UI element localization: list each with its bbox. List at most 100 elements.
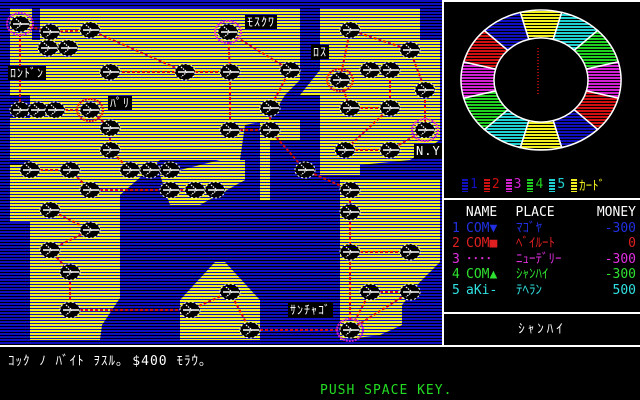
city-node[interactable] <box>359 61 381 79</box>
city-node[interactable] <box>174 63 196 81</box>
city-node[interactable] <box>39 201 61 219</box>
table-divider <box>444 312 640 314</box>
city-node[interactable] <box>39 23 61 41</box>
city-node-marked[interactable] <box>6 12 34 36</box>
city-node-marked[interactable] <box>76 98 104 122</box>
city-node[interactable] <box>99 119 121 137</box>
player-place: ﾃﾍﾗﾝ <box>516 282 542 298</box>
city-node-marked[interactable] <box>326 68 354 92</box>
city-node[interactable] <box>179 301 201 319</box>
header-name: NAME <box>465 205 498 220</box>
city-node[interactable] <box>399 41 421 59</box>
route-line <box>269 129 306 171</box>
city-node[interactable] <box>339 99 361 117</box>
city-node[interactable] <box>359 283 381 301</box>
city-node[interactable] <box>219 63 241 81</box>
world-map <box>0 0 443 345</box>
push-space-prompt[interactable]: PUSH SPACE KEY. <box>320 383 453 398</box>
city-node[interactable] <box>59 301 81 319</box>
route-line <box>339 29 351 81</box>
table-header: NAME PLACE MONEY <box>452 205 636 221</box>
player-place: ｼｬﾝﾊｲ <box>516 267 549 282</box>
city-node[interactable] <box>79 181 101 199</box>
land-eurasia <box>10 8 300 195</box>
city-node[interactable] <box>239 321 261 339</box>
land-asia-south <box>160 160 245 205</box>
legend-item: 3 <box>505 175 521 194</box>
player-number: 1 <box>452 220 460 236</box>
city-node[interactable] <box>79 21 101 39</box>
player-money: 500 <box>612 282 636 298</box>
panel-top-border <box>444 0 640 2</box>
city-node[interactable] <box>9 101 31 119</box>
city-node[interactable] <box>119 161 141 179</box>
city-node[interactable] <box>44 101 66 119</box>
city-node[interactable] <box>219 283 241 301</box>
city-node[interactable] <box>159 181 181 199</box>
player-place: ﾆｭｰﾃﾞﾘｰ <box>516 251 562 267</box>
legend-label: 2 <box>491 177 500 192</box>
city-node[interactable] <box>184 181 206 199</box>
city-node[interactable] <box>159 161 181 179</box>
roulette-wheel[interactable] <box>444 2 640 172</box>
city-node[interactable] <box>219 121 241 139</box>
player-money: -300 <box>604 267 636 282</box>
city-node[interactable] <box>399 283 421 301</box>
city-node-marked[interactable] <box>214 20 242 44</box>
player-name: COM▼ <box>466 220 498 236</box>
city-node[interactable] <box>399 243 421 261</box>
city-node[interactable] <box>39 241 61 259</box>
city-node[interactable] <box>339 21 361 39</box>
city-node[interactable] <box>339 203 361 221</box>
city-node[interactable] <box>139 161 161 179</box>
legend-swatch <box>549 177 556 192</box>
city-node[interactable] <box>339 181 361 199</box>
city-label-santiago: ｻﾝﾁｬｺﾞ <box>288 303 334 317</box>
legend-swatch <box>527 177 534 192</box>
legend-swatch <box>505 177 512 192</box>
city-node[interactable] <box>379 61 401 79</box>
legend-item: 1 <box>462 175 478 194</box>
route-line <box>344 107 391 151</box>
city-ring <box>411 118 439 142</box>
city-node[interactable] <box>59 161 81 179</box>
city-node[interactable] <box>259 121 281 139</box>
wheel-segment <box>483 11 530 52</box>
city-node[interactable] <box>99 63 121 81</box>
header-money: MONEY <box>596 205 636 220</box>
legend-item: 5 <box>549 175 565 194</box>
city-node[interactable] <box>59 263 81 281</box>
player-money: -300 <box>604 251 636 267</box>
route-line <box>349 29 411 51</box>
map-bottom-divider <box>0 345 640 347</box>
city-node[interactable] <box>379 99 401 117</box>
panel-divider <box>442 0 444 345</box>
city-node-marked[interactable] <box>336 318 364 342</box>
city-node[interactable] <box>99 141 121 159</box>
city-node[interactable] <box>79 221 101 239</box>
current-place: ｼｬﾝﾊｲ <box>518 322 566 337</box>
city-ring <box>6 12 34 36</box>
city-node[interactable] <box>204 181 226 199</box>
city-node[interactable] <box>259 99 281 117</box>
city-node[interactable] <box>379 141 401 159</box>
legend-swatch <box>571 177 578 192</box>
city-node[interactable] <box>57 39 79 57</box>
legend-label: 1 <box>470 177 478 192</box>
city-node-marked[interactable] <box>411 118 439 142</box>
city-node[interactable] <box>334 141 356 159</box>
city-node[interactable] <box>279 61 301 79</box>
legend-swatch <box>462 177 468 192</box>
city-node[interactable] <box>19 161 41 179</box>
city-node[interactable] <box>37 39 59 57</box>
city-node[interactable] <box>294 161 316 179</box>
legend-item: 2 <box>483 175 500 194</box>
player-money: -300 <box>604 220 636 236</box>
city-node[interactable] <box>339 243 361 261</box>
route-line <box>89 29 186 73</box>
city-label-paris: ﾊﾟﾘ <box>108 96 133 110</box>
city-node[interactable] <box>414 81 436 99</box>
